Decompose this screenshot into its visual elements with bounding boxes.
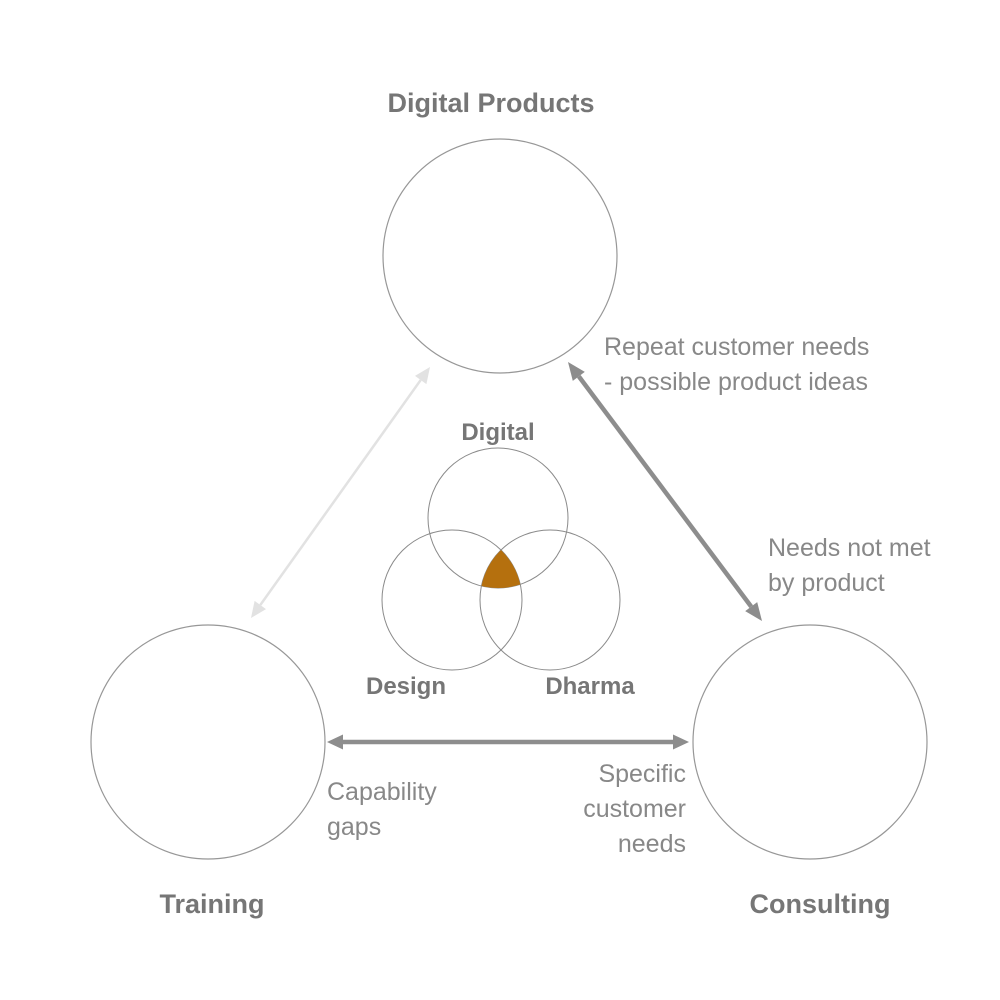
venn-diagram [381, 447, 621, 671]
consulting-circle [692, 624, 928, 860]
training-consulting-arrow [327, 734, 689, 750]
consulting-label: Consulting [749, 889, 891, 919]
venn-dharma-label: Dharma [545, 673, 635, 700]
annotation-needs-not-met: Needs not met by product [768, 534, 931, 597]
annotation-repeat-customer-needs: Repeat customer needs - possible product… [604, 333, 870, 396]
training-circle [90, 624, 326, 860]
annotation-specific-customer-needs: Specific customer needs [583, 760, 686, 858]
annotation-capability-gaps: Capability gaps [327, 778, 437, 841]
products-consulting-arrow [568, 362, 762, 621]
training-label: Training [159, 889, 265, 919]
digital-products-circle [382, 138, 618, 374]
digital-products-label: Digital Products [387, 88, 595, 118]
venn-dharma-circle [479, 529, 621, 671]
training-products-arrow [251, 367, 430, 618]
venn-digital-label: Digital [461, 419, 535, 446]
venn-intersection-highlight [481, 550, 521, 589]
venn-design-label: Design [365, 673, 446, 700]
venn-design-circle [381, 529, 523, 671]
